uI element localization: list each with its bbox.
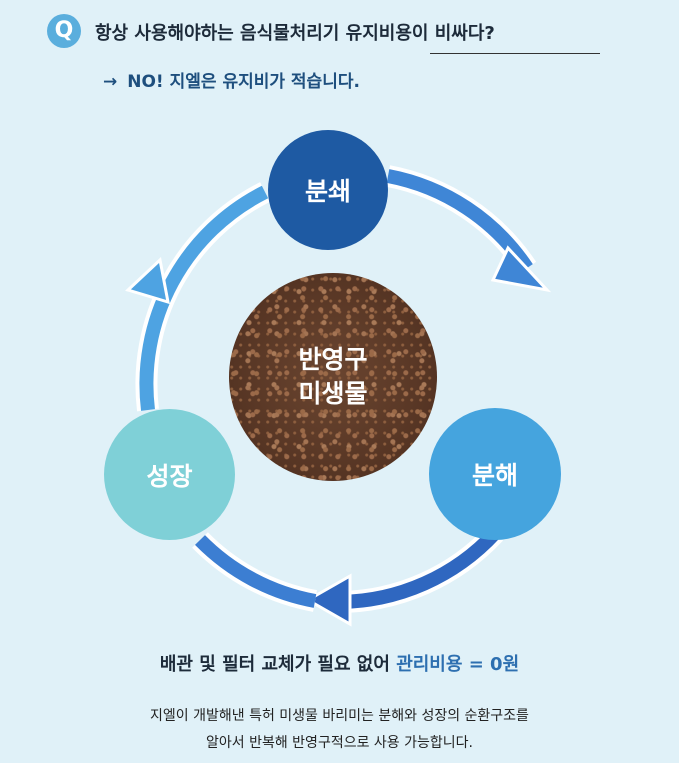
answer-text: → NO! 지엘은 유지비가 적습니다. xyxy=(103,67,360,92)
question-highlight: 유지비용이 비싸다? xyxy=(345,23,495,44)
right-arrow-icon: → xyxy=(103,72,118,92)
arrowhead-3 xyxy=(125,257,170,305)
arrowhead-1 xyxy=(490,245,552,293)
q-badge-icon: Q xyxy=(47,14,81,48)
description: 지엘이 개발해낸 특허 미생물 바리미는 분해와 성장의 순환구조를 알아서 반… xyxy=(0,703,679,757)
cycle-arrows xyxy=(125,165,552,627)
summary-text: 배관 및 필터 교체가 필요 없어 관리비용 = 0원 xyxy=(0,650,679,676)
node-growth: 성장 xyxy=(104,409,235,540)
center-label-line1: 반영구 xyxy=(298,345,368,374)
summary-cost: 관리비용 = 0원 xyxy=(396,654,520,675)
node-decompose: 분해 xyxy=(429,408,561,540)
answer-label: NO! 지엘은 유지비가 적습니다. xyxy=(127,72,360,92)
arrowhead-2 xyxy=(304,573,352,627)
center-label-line2: 미생물 xyxy=(298,379,368,408)
summary-prefix: 배관 및 필터 교체가 필요 없어 xyxy=(159,654,397,675)
node-crush: 분쇄 xyxy=(268,130,388,250)
description-line1: 지엘이 개발해낸 특허 미생물 바리미는 분해와 성장의 순환구조를 xyxy=(150,708,529,724)
microbe-cycle-diagram: 분쇄 분해 성장 반영구 미생물 xyxy=(0,120,679,640)
question-prefix: 항상 사용해야하는 음식물처리기 xyxy=(95,23,346,44)
description-line2: 알아서 반복해 반영구적으로 사용 가능합니다. xyxy=(206,735,473,751)
qa-header: Q 항상 사용해야하는 음식물처리기 유지비용이 비싸다? → NO! 지엘은 유… xyxy=(0,0,679,120)
center-microbe-soil: 반영구 미생물 xyxy=(229,273,437,481)
question-underline xyxy=(430,53,600,54)
question-text: 항상 사용해야하는 음식물처리기 유지비용이 비싸다? xyxy=(95,19,495,45)
